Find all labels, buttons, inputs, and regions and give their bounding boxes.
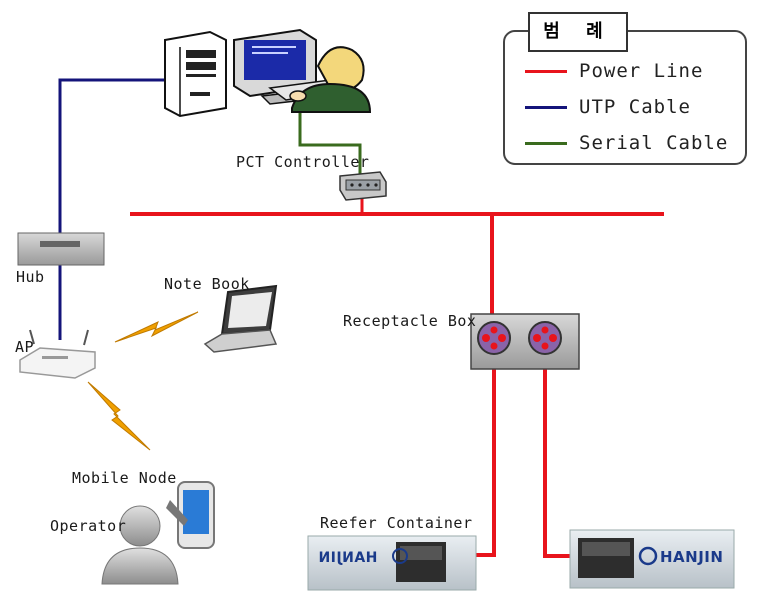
hub-label: Hub (16, 268, 45, 286)
reefer-container-2-icon (569, 529, 735, 589)
pct-controller-label: PCT Controller (236, 153, 370, 171)
pc-tower-icon (164, 30, 227, 118)
hanjin-logo-right: HANJIN (660, 548, 724, 566)
notebook-icon (203, 284, 278, 353)
monitor-icon (233, 28, 349, 105)
legend-item-serial-cable: Serial Cable (525, 131, 728, 155)
receptacle-box-label: Receptacle Box (343, 312, 477, 330)
reefer-container-label: Reefer Container (320, 514, 473, 532)
access-point-icon (19, 329, 96, 379)
utp-cable-pc-hub (58, 78, 165, 235)
legend-item-power-line: Power Line (525, 59, 703, 83)
legend-label-serial-cable: Serial Cable (579, 132, 729, 154)
mobile-node-label: Mobile Node (72, 469, 177, 487)
legend-item-utp-cable: UTP Cable (525, 95, 691, 119)
legend-label-utp-cable: UTP Cable (579, 96, 691, 118)
serial-cable (298, 108, 362, 175)
reefer-container-1-icon (307, 535, 477, 591)
legend-title: 범 례 (528, 12, 628, 52)
receptacle-box-icon (470, 313, 580, 370)
wireless-link-notebook (114, 311, 199, 343)
serial-cable-swatch (525, 141, 567, 145)
notebook-label: Note Book (164, 275, 250, 293)
user-at-pc-icon (289, 46, 372, 113)
wireless-link-mobile (87, 381, 151, 451)
legend-label-power-line: Power Line (579, 60, 704, 82)
hanjin-logo-left: HANJIN (318, 550, 378, 566)
hub-icon (17, 232, 105, 266)
power-line-container-1 (470, 350, 496, 557)
pct-controller-icon (339, 171, 387, 201)
power-line-container-2 (543, 350, 575, 558)
mobile-device-icon (166, 481, 215, 549)
legend-box: 범 례 Power Line UTP Cable Serial Cable (503, 12, 747, 165)
operator-icon (101, 505, 179, 585)
power-line-swatch (525, 69, 567, 73)
ap-label: AP (15, 338, 35, 356)
utp-cable-swatch (525, 105, 567, 109)
operator-label: Operator (50, 517, 127, 535)
